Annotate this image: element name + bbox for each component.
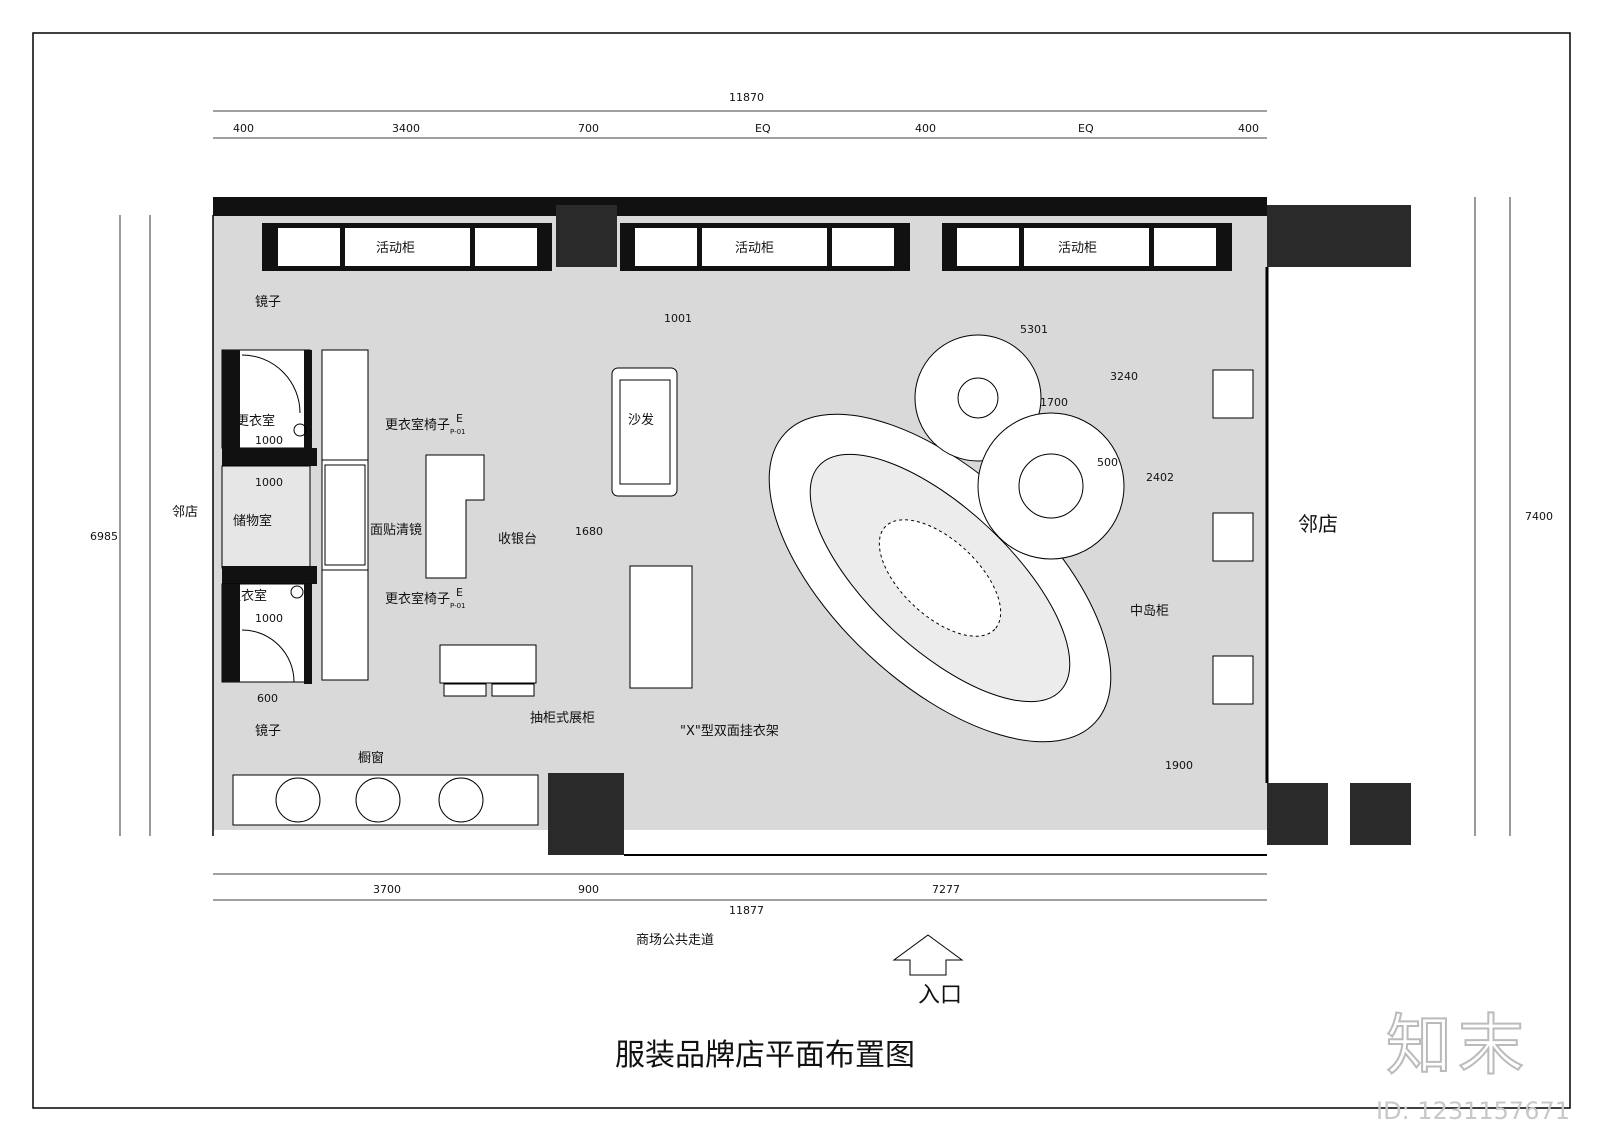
label-chair-1: 更衣室椅子 — [385, 417, 450, 433]
label-x-rack: "X"型双面挂衣架 — [680, 723, 779, 739]
label-cashier: 收银台 — [498, 532, 537, 547]
label-neighbor-left: 邻店 — [172, 505, 198, 520]
dim-in-1000b: 1000 — [255, 476, 283, 489]
drawing-frame — [32, 32, 1571, 1109]
cashier-counter — [425, 454, 485, 579]
showcase-window — [232, 774, 539, 826]
tag-bottom: E — [456, 586, 463, 599]
label-showcase: 橱窗 — [358, 750, 384, 766]
dim-in-1700: 1700 — [1040, 396, 1068, 409]
label-entrance: 入口 — [918, 983, 962, 1008]
dim-left-total: 6985 — [90, 530, 118, 543]
dim-top-eq1: EQ — [755, 122, 771, 135]
storage-room — [221, 465, 311, 569]
partition-1 — [222, 448, 317, 466]
dim-right-total: 7400 — [1525, 510, 1553, 523]
column-bottom-left — [548, 773, 624, 855]
dim-top-eq2: EQ — [1078, 122, 1094, 135]
label-storage: 储物室 — [233, 513, 272, 529]
dim-in-2402: 2402 — [1146, 471, 1174, 484]
label-mirror-top: 镜子 — [255, 295, 281, 310]
watermark-id: ID: 1231157671 — [1376, 1097, 1570, 1125]
label-fitting-2: 更衣室 — [228, 588, 267, 604]
label-chair-2: 更衣室椅子 — [385, 591, 450, 607]
dim-top-400b: 400 — [915, 122, 936, 135]
dim-top-700: 700 — [578, 122, 599, 135]
top-wall — [213, 197, 1267, 216]
dim-in-3240: 3240 — [1110, 370, 1138, 383]
dim-bottom-7277: 7277 — [932, 883, 960, 896]
dim-top-400c: 400 — [1238, 122, 1259, 135]
movable-cabinet-group-2 — [620, 223, 910, 271]
dim-in-1900: 1900 — [1165, 759, 1193, 772]
dim-bottom-total: 11877 — [729, 904, 764, 917]
dim-top-3400: 3400 — [392, 122, 420, 135]
label-drawer: 抽柜式展柜 — [530, 711, 595, 726]
drawing-title: 服装品牌店平面布置图 — [615, 1038, 915, 1073]
x-rack — [629, 565, 693, 689]
label-island: 中岛柜 — [1130, 603, 1169, 619]
chair-and-mirror-block — [321, 349, 369, 681]
column-top-mid — [556, 205, 617, 267]
dim-in-5301: 5301 — [1020, 323, 1048, 336]
dim-in-600: 600 — [257, 692, 278, 705]
dim-bottom-900: 900 — [578, 883, 599, 896]
movable-cabinet-group-3 — [942, 223, 1232, 271]
column-bottom-right-b — [1350, 783, 1411, 845]
label-cabinet-2: 活动柜 — [735, 241, 774, 256]
column-top-right — [1267, 205, 1411, 267]
dim-in-1680: 1680 — [575, 525, 603, 538]
dim-in-1000a: 1000 — [255, 434, 283, 447]
tag-top: E — [456, 412, 463, 425]
dimension-lines — [119, 110, 1511, 901]
tag-top-sub: P-01 — [450, 428, 466, 436]
partition-2 — [222, 566, 317, 584]
dim-top-400a: 400 — [233, 122, 254, 135]
label-cabinet-1: 活动柜 — [376, 241, 415, 256]
drawer-cabinet — [439, 644, 537, 697]
column-bottom-right-a — [1267, 783, 1328, 845]
tag-bottom-sub: P-01 — [450, 602, 466, 610]
dim-in-1001: 1001 — [664, 312, 692, 325]
movable-cabinet-group-1 — [262, 223, 552, 271]
entrance-arrow — [892, 934, 964, 976]
label-fitting-1: 更衣室 — [236, 413, 275, 429]
label-mirror-bottom: 镜子 — [255, 724, 281, 739]
watermark-brand: 知末 — [1385, 1006, 1530, 1085]
dim-top-total: 11870 — [729, 91, 764, 104]
island-cabinet — [768, 334, 1125, 743]
dim-bottom-3700: 3700 — [373, 883, 401, 896]
sofa — [611, 367, 678, 497]
fitting-room-2 — [221, 583, 312, 684]
label-cabinet-3: 活动柜 — [1058, 241, 1097, 256]
label-corridor: 商场公共走道 — [636, 933, 714, 948]
dim-in-1000c: 1000 — [255, 612, 283, 625]
label-wall-mirror: 面贴清镜 — [370, 523, 422, 538]
label-sofa: 沙发 — [628, 412, 654, 428]
right-display-stands — [1212, 369, 1254, 705]
label-neighbor-right: 邻店 — [1298, 512, 1338, 536]
dim-in-500b: 500 — [1097, 456, 1118, 469]
